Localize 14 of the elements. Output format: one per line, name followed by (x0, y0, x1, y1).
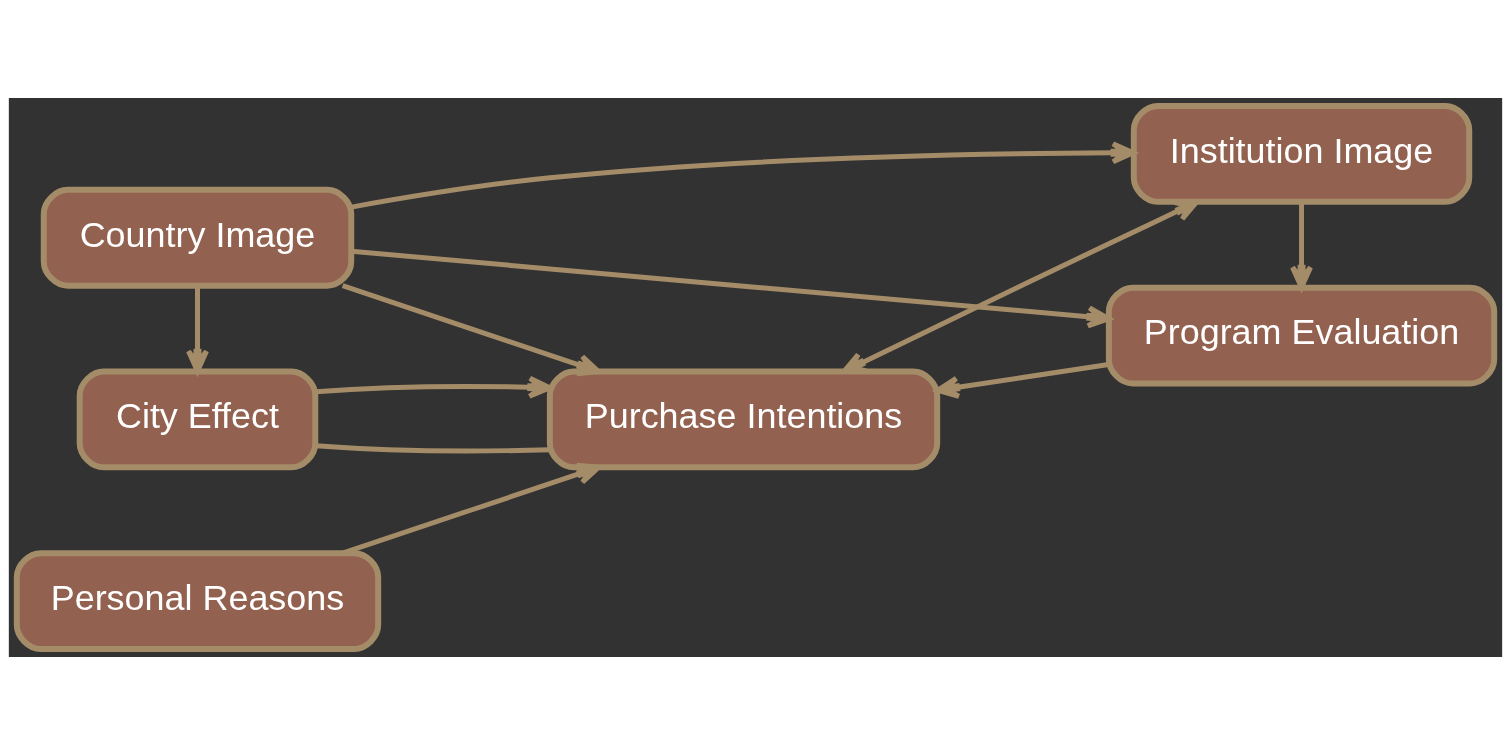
arrow (315, 375, 553, 399)
node-box: Institution Image (1130, 102, 1473, 205)
node-box: Program Evaluation (1105, 284, 1498, 386)
arrow (351, 248, 1112, 328)
node-box: Purchase Intentions (546, 368, 941, 470)
arrow (1290, 201, 1313, 290)
arrow (935, 361, 1109, 399)
arrow (341, 282, 602, 376)
node-box: Country Image (40, 186, 355, 289)
connector (315, 442, 550, 453)
node-box: Personal Reasons (13, 549, 382, 652)
node-box: City Effect (76, 368, 319, 470)
arrow (186, 285, 209, 374)
arrow (351, 140, 1136, 210)
